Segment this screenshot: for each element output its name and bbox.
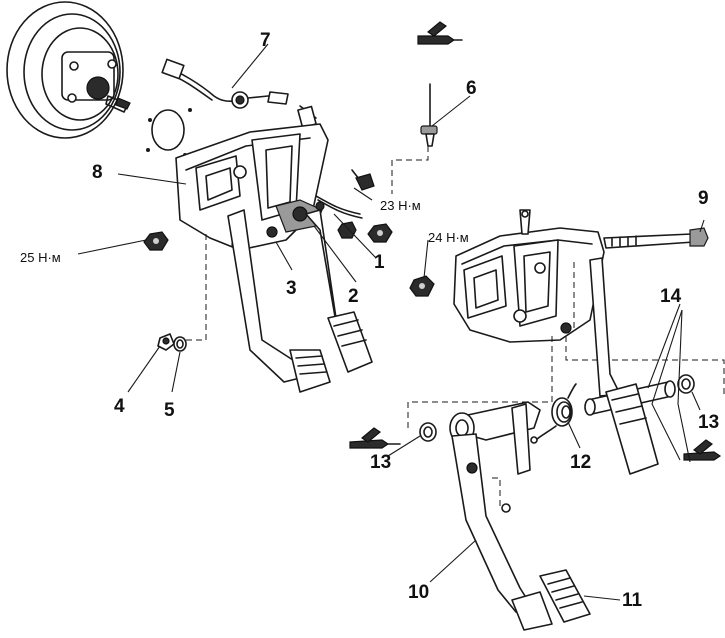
callout-14: 14 bbox=[660, 286, 682, 307]
grease-gun-icon bbox=[417, 21, 463, 45]
upper-clutch-pedal bbox=[227, 209, 331, 393]
callout-9: 9 bbox=[698, 188, 709, 209]
pedal-pad-11 bbox=[539, 569, 591, 623]
grease-gun-icon bbox=[683, 439, 722, 461]
assembly-lines-right bbox=[407, 262, 725, 506]
torque-24: 24 Н·м bbox=[428, 230, 469, 245]
callout-7: 7 bbox=[260, 30, 271, 51]
clutch-pedal-bracket bbox=[453, 209, 605, 343]
callout-labels: 1 2 3 4 5 6 7 8 9 10 11 12 13 13 14 bbox=[92, 30, 719, 611]
bracket-nut-right bbox=[409, 275, 435, 297]
upper-brake-pedal bbox=[305, 209, 373, 373]
clutch-pedal-10 bbox=[449, 401, 553, 631]
callout-5: 5 bbox=[164, 400, 175, 421]
callout-3: 3 bbox=[286, 278, 297, 299]
callout-12: 12 bbox=[570, 452, 591, 473]
callout-13-left: 13 bbox=[370, 452, 391, 473]
leader-lines bbox=[77, 43, 705, 601]
brake-pedal-bracket bbox=[175, 123, 363, 251]
callout-10: 10 bbox=[408, 582, 429, 603]
pivot-bolt-9 bbox=[603, 227, 709, 249]
assembly-line-a bbox=[186, 230, 207, 341]
return-spring-12 bbox=[530, 383, 577, 444]
torque-25: 25 Н·м bbox=[20, 250, 61, 265]
callout-8: 8 bbox=[92, 162, 103, 183]
bolt-6 bbox=[391, 83, 438, 194]
grease-gun-icon bbox=[349, 427, 401, 449]
bushing-5 bbox=[173, 336, 187, 352]
brake-light-switch-cable bbox=[161, 58, 317, 129]
callout-2: 2 bbox=[348, 286, 359, 307]
callout-6: 6 bbox=[466, 78, 477, 99]
callout-1: 1 bbox=[374, 252, 385, 273]
clip-4 bbox=[157, 333, 175, 351]
pedal-arm-right-upper bbox=[589, 257, 659, 475]
booster-gasket bbox=[146, 108, 192, 157]
bushing-13-left bbox=[419, 422, 437, 442]
callout-11: 11 bbox=[622, 590, 643, 611]
torque-labels: 23 Н·м 25 Н·м 24 Н·м bbox=[20, 198, 469, 265]
torque-23: 23 Н·м bbox=[380, 198, 421, 213]
bracket-nuts bbox=[143, 169, 393, 251]
brake-booster bbox=[6, 1, 131, 139]
callout-4: 4 bbox=[114, 396, 125, 417]
callout-13-right: 13 bbox=[698, 412, 719, 433]
bushing-13-right bbox=[677, 374, 695, 394]
